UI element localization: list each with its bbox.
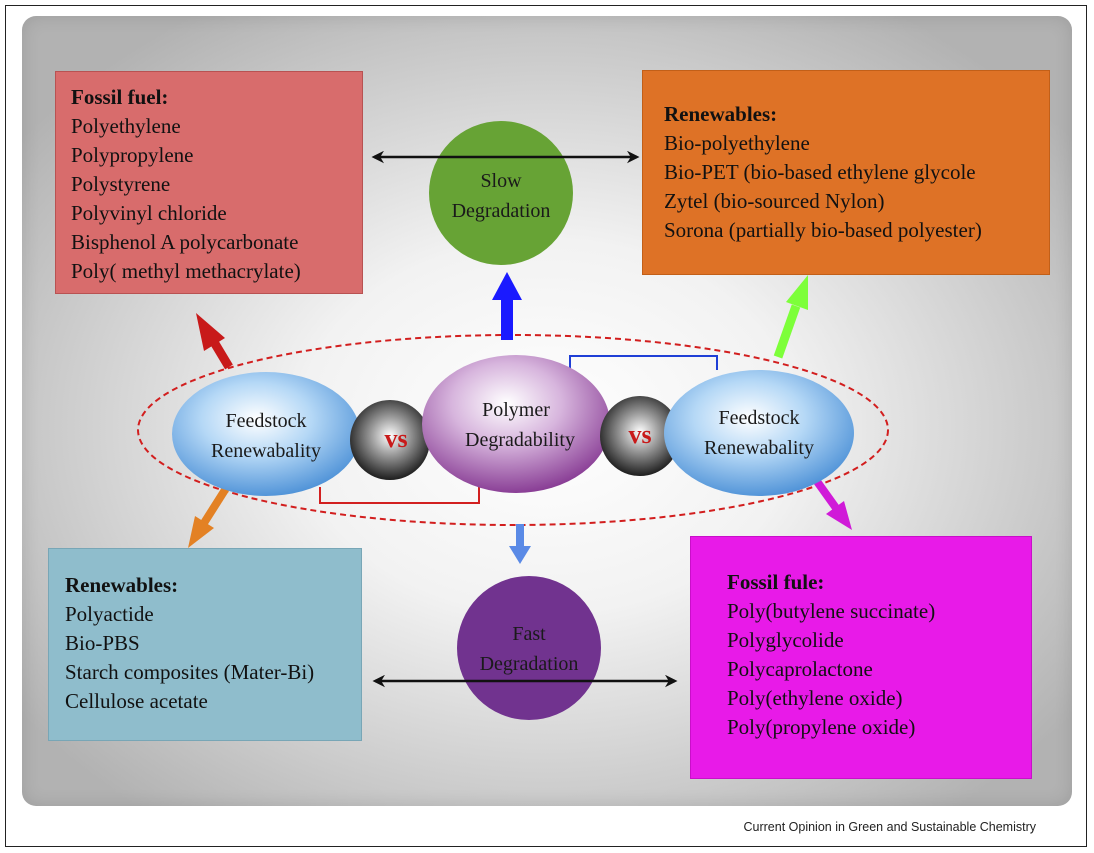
fossil-fuel-item: Poly( methyl methacrylate) bbox=[71, 259, 301, 283]
dashed-ellipse bbox=[137, 334, 889, 526]
fossil-fuel-heading: Fossil fuel: bbox=[71, 85, 169, 109]
fossil-fuel-item: Bisphenol A polycarbonate bbox=[71, 230, 299, 254]
degradation-label: Degradation bbox=[452, 200, 551, 222]
fossil-fule-item: Polycaprolactone bbox=[727, 657, 873, 681]
renewables-top-item: Zytel (bio-sourced Nylon) bbox=[664, 189, 885, 213]
source-caption: Current Opinion in Green and Sustainable… bbox=[743, 820, 1036, 834]
renewables-top-heading: Renewables: bbox=[664, 102, 778, 126]
blue-up-arrow bbox=[492, 272, 522, 340]
renewables-bottom-item: Starch composites (Mater-Bi) bbox=[65, 660, 315, 684]
fossil-fuel-item: Polyethylene bbox=[71, 114, 181, 138]
fossil-fule-item: Poly(propylene oxide) bbox=[727, 715, 916, 739]
red-bracket bbox=[319, 487, 480, 504]
fossil-fule-heading: Fossil fule: bbox=[727, 570, 825, 594]
polymer-label: Polymer bbox=[482, 399, 550, 421]
orange-arrow bbox=[188, 479, 234, 548]
fossil-fule-box: Fossil fule: Poly(butylene succinate) Po… bbox=[690, 536, 1032, 779]
renewables-top-box: Renewables: Bio-polyethylene Bio-PET (bi… bbox=[642, 70, 1050, 275]
vs-sphere-left bbox=[350, 400, 430, 480]
fossil-fule-item: Poly(butylene succinate) bbox=[727, 599, 936, 623]
magenta-arrow bbox=[812, 477, 852, 530]
red-arrow bbox=[196, 313, 233, 370]
vs-label-left: vs bbox=[384, 424, 407, 453]
renewables-top-item: Bio-PET (bio-based ethylene glycole bbox=[664, 160, 976, 184]
fossil-fule-item: Polyglycolide bbox=[727, 628, 844, 652]
feedstock-renewabality-right-ellipse bbox=[664, 370, 854, 496]
vs-sphere-right bbox=[600, 396, 680, 476]
renewables-bottom-item: Bio-PBS bbox=[65, 631, 140, 655]
slow-label: Slow bbox=[480, 170, 522, 192]
blue-bracket bbox=[569, 355, 718, 370]
fossil-fuel-item: Polyvinyl chloride bbox=[71, 201, 227, 225]
slow-degradation-circle bbox=[429, 121, 573, 265]
degradability-label: Degradability bbox=[465, 429, 575, 451]
renewables-top-item: Sorona (partially bio-based polyester) bbox=[664, 218, 982, 242]
fast-degradation-circle bbox=[457, 576, 601, 720]
green-arrow bbox=[773, 275, 808, 359]
renewables-bottom-heading: Renewables: bbox=[65, 573, 179, 597]
renewabality-label: Renewabality bbox=[704, 437, 814, 459]
renewables-top-item: Bio-polyethylene bbox=[664, 131, 810, 155]
renewables-bottom-item: Polyactide bbox=[65, 602, 154, 626]
fossil-fuel-box: Fossil fuel: Polyethylene Polypropylene … bbox=[55, 71, 363, 294]
renewabality-label: Renewabality bbox=[211, 440, 321, 462]
feedstock-label: Feedstock bbox=[718, 407, 799, 429]
renewables-bottom-item: Cellulose acetate bbox=[65, 689, 208, 713]
renewables-bottom-box: Renewables: Polyactide Bio-PBS Starch co… bbox=[48, 548, 362, 741]
degradation-label: Degradation bbox=[480, 653, 579, 675]
feedstock-label: Feedstock bbox=[225, 410, 306, 432]
fast-label: Fast bbox=[512, 623, 546, 645]
fossil-fuel-item: Polypropylene bbox=[71, 143, 194, 167]
vs-label-right: vs bbox=[628, 420, 651, 449]
light-blue-down-arrow bbox=[509, 524, 531, 564]
polymer-degradability-ellipse bbox=[422, 355, 610, 493]
fossil-fuel-item: Polystyrene bbox=[71, 172, 171, 196]
fossil-fule-item: Poly(ethylene oxide) bbox=[727, 686, 903, 710]
feedstock-renewabality-left-ellipse bbox=[172, 372, 360, 496]
